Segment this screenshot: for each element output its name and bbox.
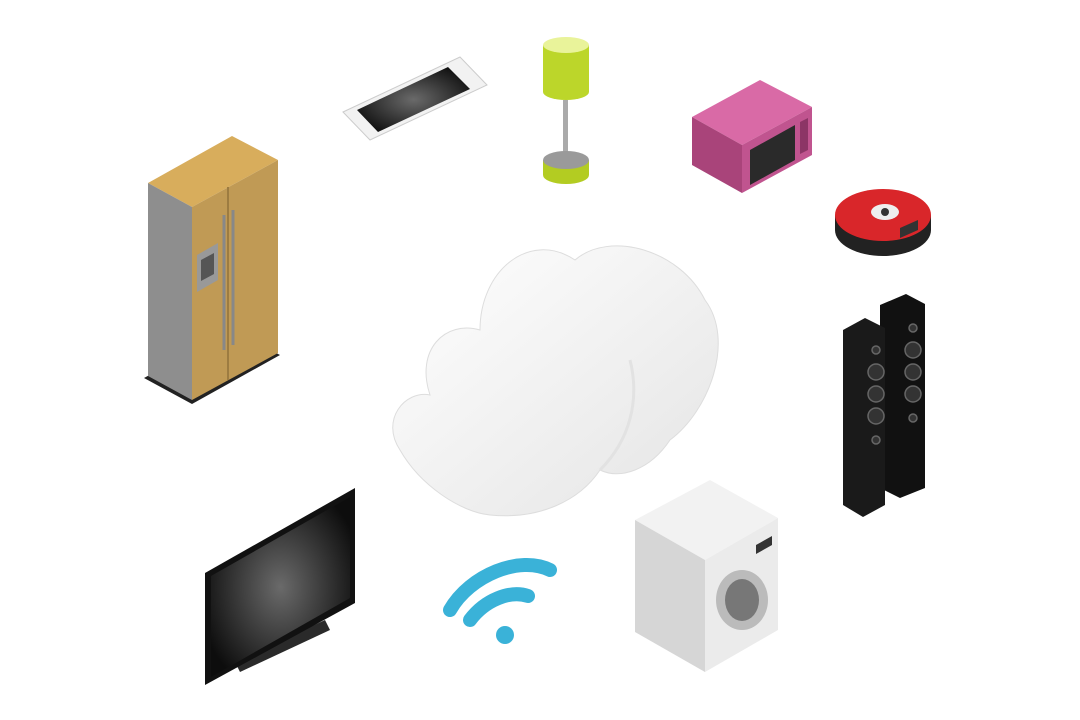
wifi-icon (443, 558, 557, 644)
speakers-icon (843, 294, 925, 517)
microwave-icon (692, 80, 812, 193)
lamp-icon (543, 37, 589, 184)
cloud-icon (392, 245, 719, 517)
refrigerator-icon (144, 136, 280, 404)
robot-vacuum-icon (835, 189, 931, 256)
washing-machine-icon (635, 480, 778, 672)
television-icon (205, 488, 355, 685)
smartphone-icon (342, 56, 488, 141)
